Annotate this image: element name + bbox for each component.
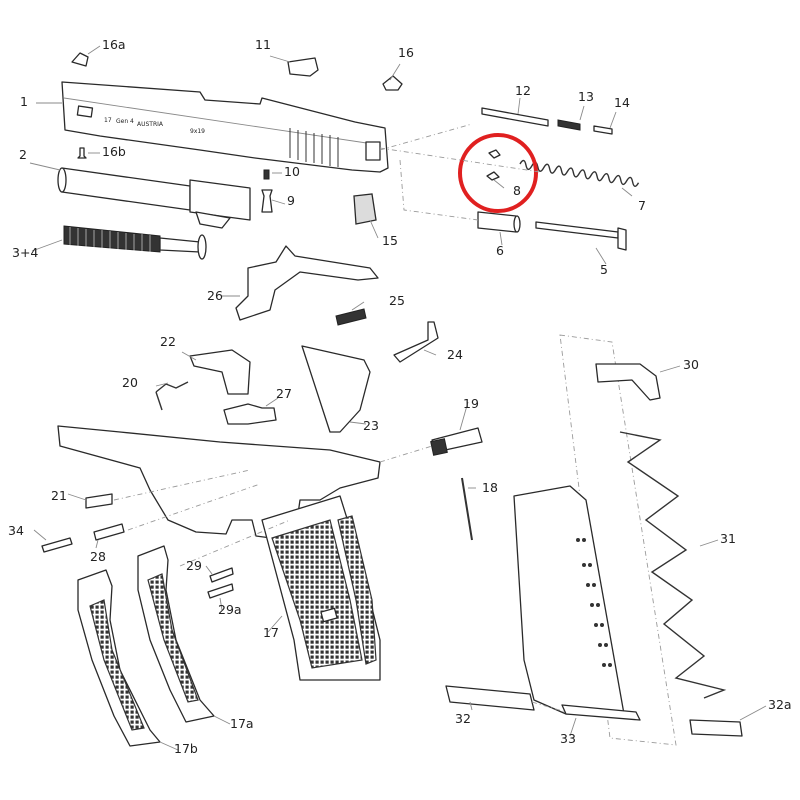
slide-caliber-marking: 9x19 [190,128,205,135]
spring-part-10 [263,169,270,180]
label-part-24: 24 [447,347,463,362]
label-part-18: 18 [482,480,498,495]
plunger-part-9 [261,189,273,213]
frame-part-17 [57,425,381,681]
slide-generation-marking: Gen 4 [116,118,134,125]
magazine-spring-part-31 [619,431,727,699]
assembly-guide-lines [113,123,567,713]
label-part-8: 8 [513,183,521,198]
label-part-20: 20 [122,375,138,390]
label-part-14: 14 [614,95,630,110]
slide-part-1: 17 Gen 4 AUSTRIA 9x19 [61,81,389,173]
sight-screw-part-16b [77,147,87,159]
highlight-circle [458,133,538,213]
label-part-9: 9 [287,193,295,208]
pin-part-28 [93,523,125,541]
label-part-26: 26 [207,288,223,303]
label-part-23: 23 [363,418,379,433]
firing-pin-spring-part-7 [519,159,640,187]
trigger-spring-part-25 [335,308,367,326]
trigger-bar-part-26 [235,245,379,321]
channel-liner-part-6 [477,211,517,233]
label-part-32: 32 [455,711,471,726]
trigger-mechanism-housing-part-27 [223,403,277,425]
spacer-sleeve-part-14 [593,125,613,135]
slide-lock-part-24 [393,321,439,363]
extractor-part-11 [287,57,319,77]
leader-lines [29,45,767,751]
recoil-spring-assembly-part-3-4 [63,225,207,260]
label-part-10: 10 [284,164,300,179]
label-part-2: 2 [19,147,27,162]
label-part-5: 5 [600,262,608,277]
floor-plate-part-32 [445,685,535,711]
label-part-6: 6 [496,243,504,258]
label-part-29: 29 [186,558,202,573]
pin-part-29a [207,583,234,599]
label-part-33: 33 [560,731,576,746]
slide-model-marking: 17 [104,117,112,124]
label-part-34: 34 [8,523,24,538]
follower-part-30 [595,363,661,401]
label-part-17: 17 [263,625,279,640]
label-part-13: 13 [578,89,594,104]
firing-pin-safety-part-5 [535,221,619,239]
label-part-17b: 17b [174,741,198,756]
label-part-21: 21 [51,488,67,503]
slide-cover-plate-part-15 [353,193,377,225]
pin-part-18 [461,477,473,541]
front-sight-part-16a [71,52,89,67]
label-part-16: 16 [398,45,414,60]
label-part-32a: 32a [768,697,792,712]
label-part-16a: 16a [102,37,126,52]
firing-pin-part-12 [481,107,549,127]
barrel-part-2 [57,167,251,229]
locking-block-part-22 [189,349,251,395]
slide-lock-spring-part-20 [155,381,189,393]
label-part-31: 31 [720,531,736,546]
backstrap-part-17b [77,569,161,747]
spring-cup-part-8a [488,149,501,159]
label-part-27: 27 [276,386,292,401]
magazine-tube-part-33 [513,485,641,721]
slide-stop-lever-part-21 [85,493,113,509]
label-part-30: 30 [683,357,699,372]
trigger-housing-ejector-part-23 [301,345,371,433]
label-part-12: 12 [515,83,531,98]
firing-pin-safety-tip-part-5 [617,227,627,251]
label-part-25: 25 [389,293,405,308]
insert-part-32a [689,719,743,737]
label-part-22: 22 [160,334,176,349]
label-part-15: 15 [382,233,398,248]
label-part-3-4: 3+4 [12,245,39,260]
spring-cups-part-13 [557,119,581,131]
label-part-28: 28 [90,549,106,564]
label-part-16b: 16b [102,144,126,159]
label-part-17a: 17a [230,716,254,731]
label-part-29a: 29a [218,602,242,617]
label-part-1: 1 [20,94,28,109]
backstrap-part-17a [137,545,215,723]
pin-part-34 [41,537,73,553]
pin-part-29 [209,567,234,583]
slide-country-marking: AUSTRIA [137,121,164,128]
rear-sight-part-16 [382,75,403,91]
label-part-19: 19 [463,396,479,411]
spring-cup-part-8b [486,171,500,181]
label-part-11: 11 [255,37,271,52]
label-part-7: 7 [638,198,646,213]
